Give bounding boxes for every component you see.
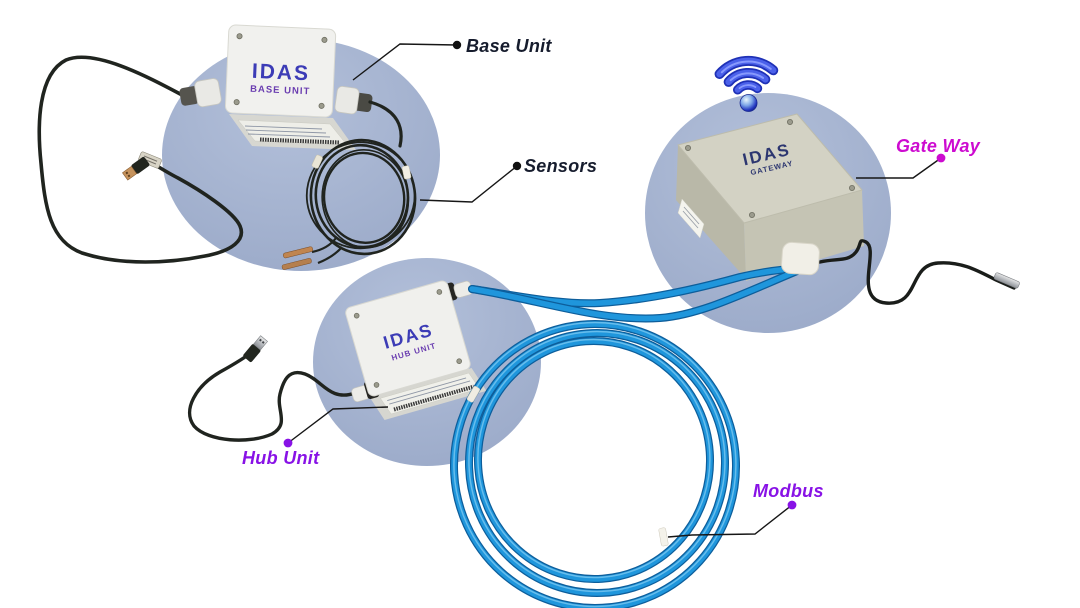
sensor-cable-coil [305, 100, 417, 265]
base-unit-leader-line [352, 43, 458, 81]
sensor-probes [281, 246, 313, 270]
base-unit-leader-dot [452, 40, 462, 50]
gateway-cable-gland [781, 241, 820, 276]
sensors-callout: Sensors [419, 156, 597, 203]
modbus-leader-dot [787, 500, 797, 510]
wifi-icon [714, 56, 779, 112]
sensors-leader-line [419, 165, 518, 203]
base-unit-label: Base Unit [466, 36, 552, 56]
hub-unit-leader-line [287, 406, 389, 444]
wifi-arcs [714, 56, 779, 95]
sensors-label: Sensors [524, 156, 597, 176]
hub-unit-label: Hub Unit [242, 448, 320, 468]
base-unit-left-cable-gland [179, 78, 222, 108]
gateway-leader-dot [936, 153, 946, 163]
wifi-dot [739, 94, 758, 112]
gateway-front-face [744, 190, 864, 281]
gateway-label: Gate Way [896, 136, 981, 156]
hub-unit-top-face [345, 280, 471, 397]
gateway-screws [685, 119, 856, 218]
gateway-left-face [676, 145, 746, 279]
gateway-leader-line [856, 157, 942, 179]
gateway-top-face [677, 113, 863, 224]
gateway-callout: Gate Way [856, 136, 981, 179]
gateway-side-sticker [677, 198, 705, 239]
hub-unit-device: IDAS HUB UNIT [187, 280, 487, 442]
hub-unit-screws [353, 289, 462, 388]
base-usb-cable [37, 55, 244, 264]
sensor-coil-cable-ties [311, 154, 412, 180]
base-unit-screws [233, 33, 328, 109]
hub-unit-barcode [393, 384, 475, 412]
sensors-leader-dot [512, 161, 522, 171]
base-unit-barcode [259, 137, 341, 145]
base-unit-sticker [237, 119, 348, 146]
hub-usb-cable [187, 347, 357, 442]
base-unit-callout: Base Unit [352, 36, 552, 81]
base-unit-device: IDAS BASE UNIT [37, 24, 373, 264]
gateway-device: IDAS GATEWAY [676, 113, 864, 281]
modbus-leader-line [667, 504, 793, 538]
modbus-callout: Modbus [667, 481, 824, 538]
hub-usb-plug-icon [243, 335, 268, 362]
base-unit-top-face: IDAS BASE UNIT [224, 24, 337, 118]
hub-unit-leader-dot [283, 438, 293, 448]
modbus-label: Modbus [753, 481, 824, 501]
modbus-cable-ties [466, 386, 669, 547]
hub-unit-sticker [379, 372, 480, 415]
base-unit-model-text: BASE UNIT [250, 84, 311, 98]
antenna-connector-tip [993, 272, 1020, 289]
usb-cable-label-sleeve [138, 151, 162, 169]
base-unit-brand-text: IDAS [251, 60, 310, 86]
base-unit-right-cable-gland [334, 85, 373, 115]
modbus-cable-runs [468, 265, 801, 323]
hub-unit-callout: Hub Unit [242, 406, 389, 468]
antenna-cable [818, 239, 1020, 305]
base-usb-plug-icon [122, 156, 150, 181]
